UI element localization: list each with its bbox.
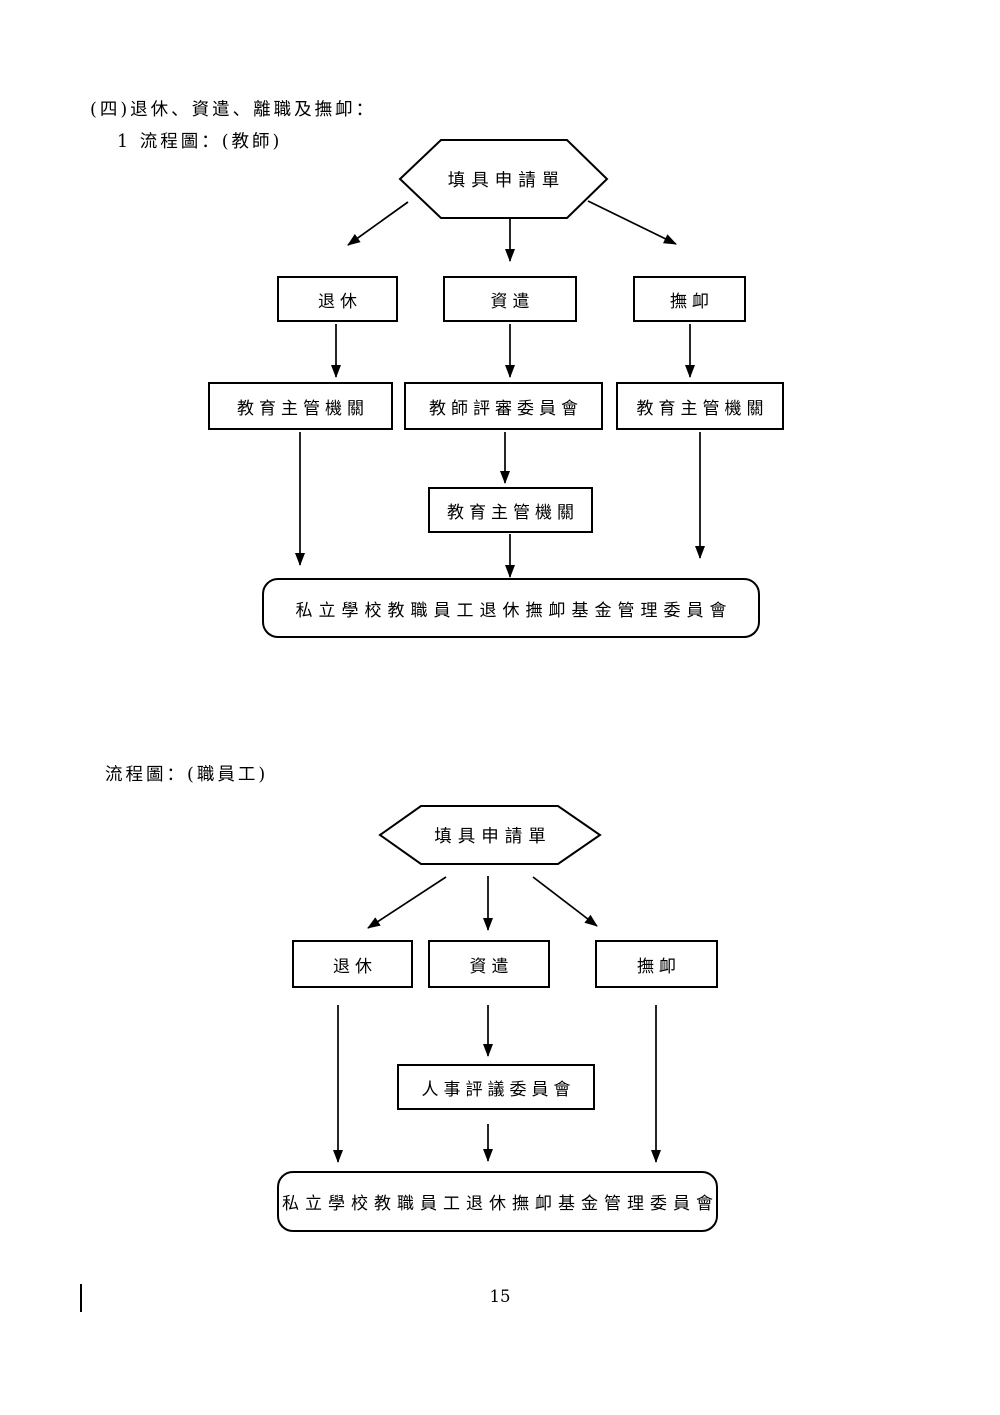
section-heading: (四)退休、資遣、離職及撫卹： <box>90 100 377 120</box>
chart1-box-edu-authority-mid: 教育主管機關 <box>428 487 593 533</box>
chart1-caption: 1 流程圖：(教師) <box>117 132 283 152</box>
chart2-caption: 流程圖：(職員工) <box>105 765 269 785</box>
chart2-box-fund-committee: 私立學校教職員工退休撫卹基金管理委員會 <box>277 1171 718 1232</box>
chart2-box-survivor-benefit: 撫卹 <box>595 940 718 988</box>
chart2-box-retirement: 退休 <box>292 940 413 988</box>
chart1-arrow-start-to-retirement <box>347 201 409 246</box>
chart2-arrow-start-to-survivor-benefit <box>532 876 598 927</box>
chart1-box-teacher-review-committee: 教師評審委員會 <box>404 382 603 430</box>
chart1-box-fund-committee: 私立學校教職員工退休撫卹基金管理委員會 <box>262 578 760 638</box>
chart2-box-severance: 資遣 <box>428 940 550 988</box>
chart1-box-edu-authority-left: 教育主管機關 <box>208 382 393 430</box>
chart2-arrow-start-to-retirement <box>367 876 447 929</box>
chart1-box-edu-authority-right: 教育主管機關 <box>616 382 784 430</box>
change-bar <box>80 1284 82 1312</box>
chart2-start-label: 填具申請單 <box>434 826 552 847</box>
chart1-box-retirement: 退休 <box>277 276 398 322</box>
chart1-start-label: 填具申請單 <box>447 170 566 191</box>
page-number: 15 <box>489 1287 511 1306</box>
chart1-box-severance: 資遣 <box>443 276 577 322</box>
chart1-box-survivor-benefit: 撫卹 <box>633 276 746 322</box>
chart2-box-personnel-committee: 人事評議委員會 <box>397 1064 595 1110</box>
